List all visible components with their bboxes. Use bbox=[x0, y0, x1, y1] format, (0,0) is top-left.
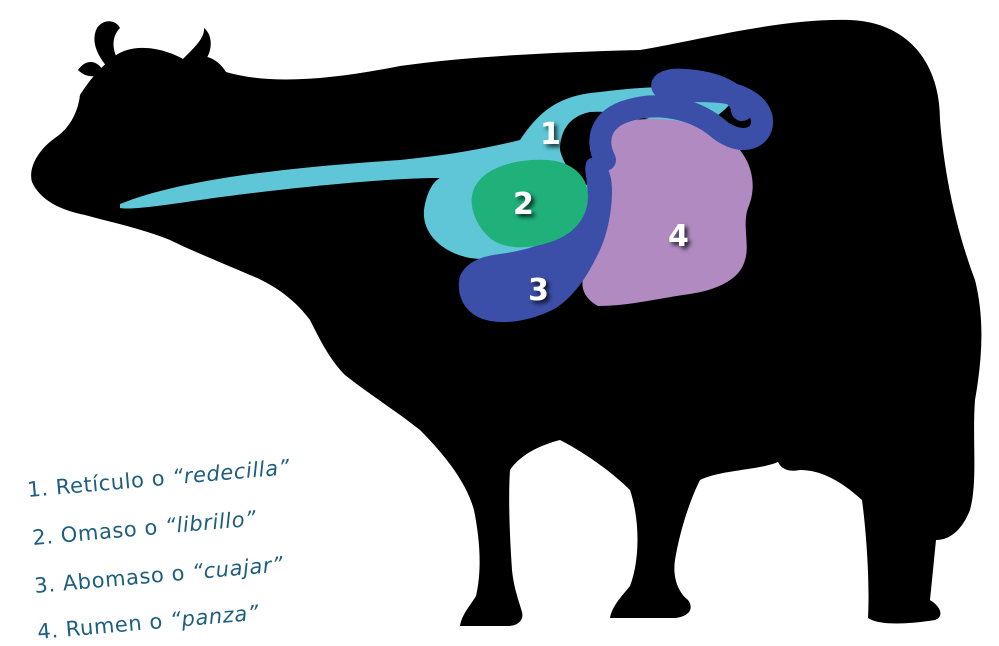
legend-item-3-term: “cuajar” bbox=[191, 552, 285, 584]
region-number-4: 4 bbox=[668, 219, 689, 254]
region-number-2: 2 bbox=[513, 187, 534, 222]
legend-item-4-term: “panza” bbox=[169, 601, 261, 633]
legend-item-2-term: “librillo” bbox=[164, 506, 258, 538]
legend-item-2-prefix: 2. Omaso o bbox=[31, 514, 166, 550]
region-number-3: 3 bbox=[528, 273, 549, 308]
region-number-1: 1 bbox=[540, 117, 561, 152]
legend-item-3: 3. Abomaso o “cuajar” bbox=[33, 552, 285, 598]
legend-item-4: 4. Rumen o “panza” bbox=[36, 601, 260, 644]
legend: 1. Retículo o “redecilla” 2. Omaso o “li… bbox=[26, 455, 291, 644]
legend-item-1-term: “redecilla” bbox=[171, 455, 291, 489]
legend-item-1: 1. Retículo o “redecilla” bbox=[26, 455, 291, 502]
legend-item-3-prefix: 3. Abomaso o bbox=[33, 560, 193, 598]
legend-item-4-prefix: 4. Rumen o bbox=[36, 608, 171, 644]
legend-item-1-prefix: 1. Retículo o bbox=[26, 465, 173, 502]
legend-item-2: 2. Omaso o “librillo” bbox=[31, 506, 258, 550]
